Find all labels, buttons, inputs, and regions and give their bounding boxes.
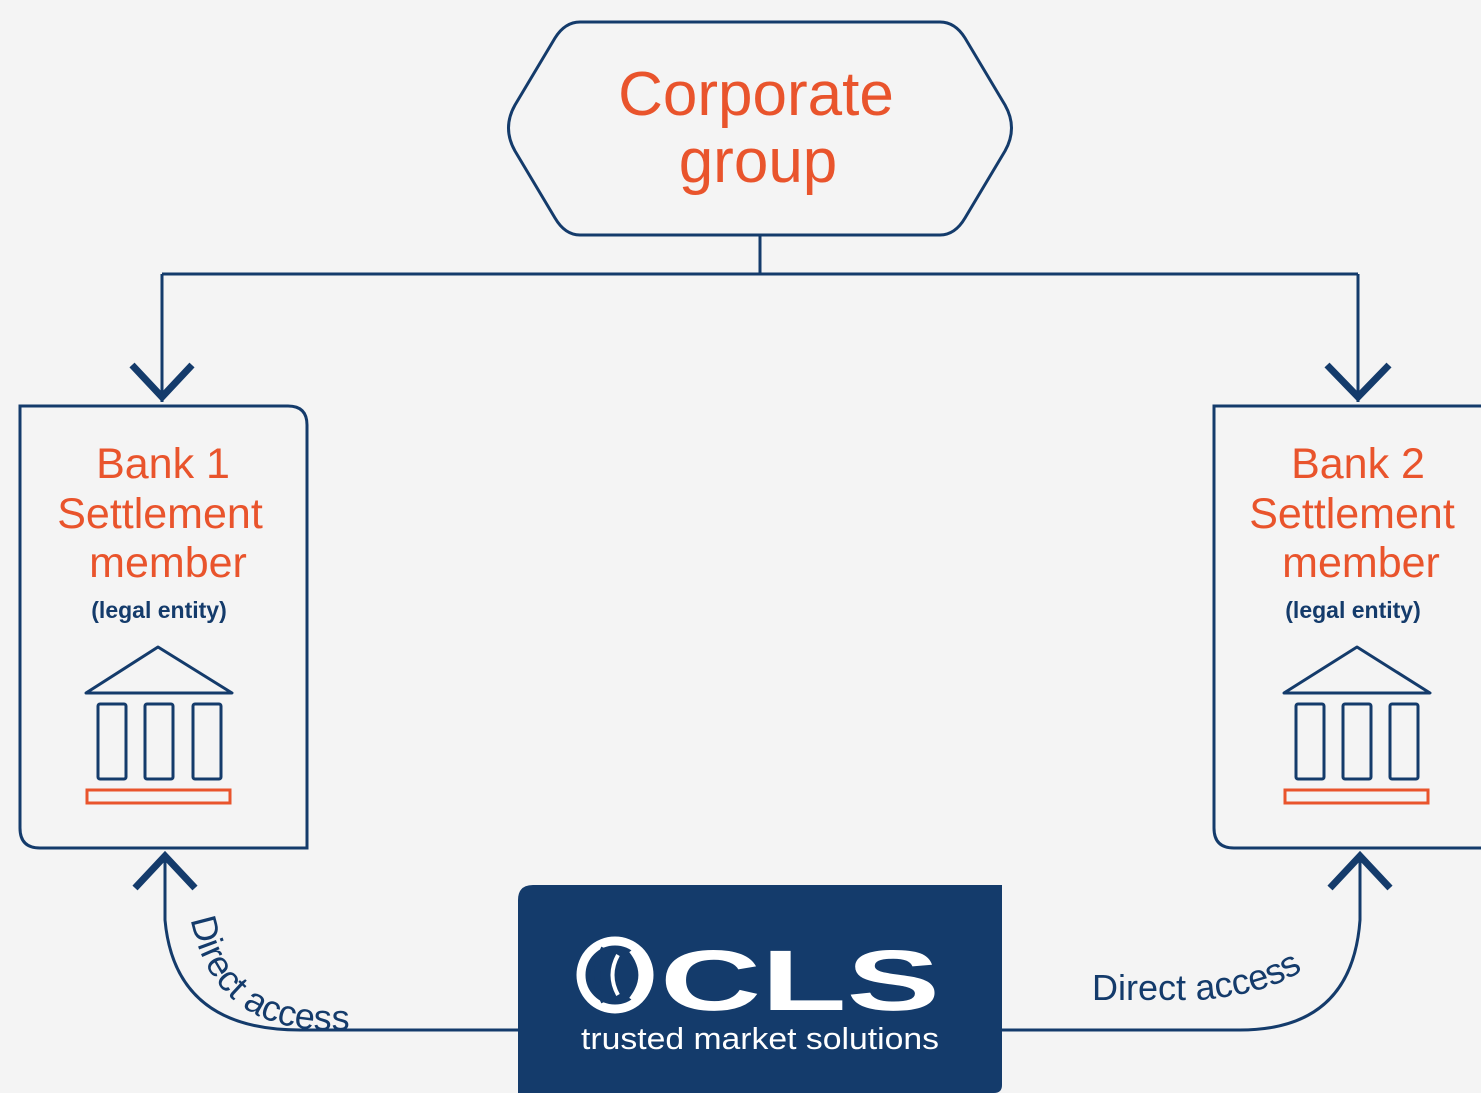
cls-tagline: trusted market solutions (581, 1021, 939, 1056)
bank1-card-border (18, 404, 309, 850)
arrowhead-up-right (1327, 850, 1393, 891)
bank1-subtitle: (legal entity) (91, 597, 226, 623)
ownership-connector (129, 235, 1392, 403)
arrowhead-down-right (1324, 362, 1392, 403)
bank2-title-line3: member (1282, 539, 1440, 587)
bank2-card: Bank 2 Settlement member (legal entity) (1212, 404, 1481, 850)
bank-building-icon (84, 645, 234, 805)
bank2-title-line1: Bank 2 (1291, 440, 1425, 488)
direct-access-right-label: Direct access (1092, 942, 1307, 1009)
arrowhead-up-left (132, 850, 198, 891)
direct-access-left-connector: Direct access (132, 850, 520, 1038)
corporate-group-hexagon (507, 20, 1013, 237)
corporate-group-title-line1: Corporate (618, 60, 894, 129)
cls-swirl-icon (576, 936, 654, 1014)
bank2-title-line2: Settlement (1249, 490, 1455, 538)
direct-access-right-connector: Direct access (1000, 850, 1393, 1032)
bank-building-icon (1282, 645, 1432, 805)
bank1-card: Bank 1 Settlement member (legal entity) (18, 404, 309, 850)
cls-logo-text: CLS (660, 933, 940, 1029)
bank2-card-border (1212, 404, 1481, 850)
bank1-title-line2: Settlement (57, 490, 263, 538)
bank1-title-line3: member (89, 539, 247, 587)
arrowhead-down-left (129, 362, 195, 403)
cls-logo-box: CLS trusted market solutions (518, 885, 1002, 1093)
corporate-group-node: Corporate group (507, 20, 1013, 237)
corporate-group-title-line2: group (679, 127, 838, 196)
direct-access-left-label: Direct access (183, 911, 350, 1038)
bank2-subtitle: (legal entity) (1285, 597, 1420, 623)
bank1-title-line1: Bank 1 (96, 440, 230, 488)
